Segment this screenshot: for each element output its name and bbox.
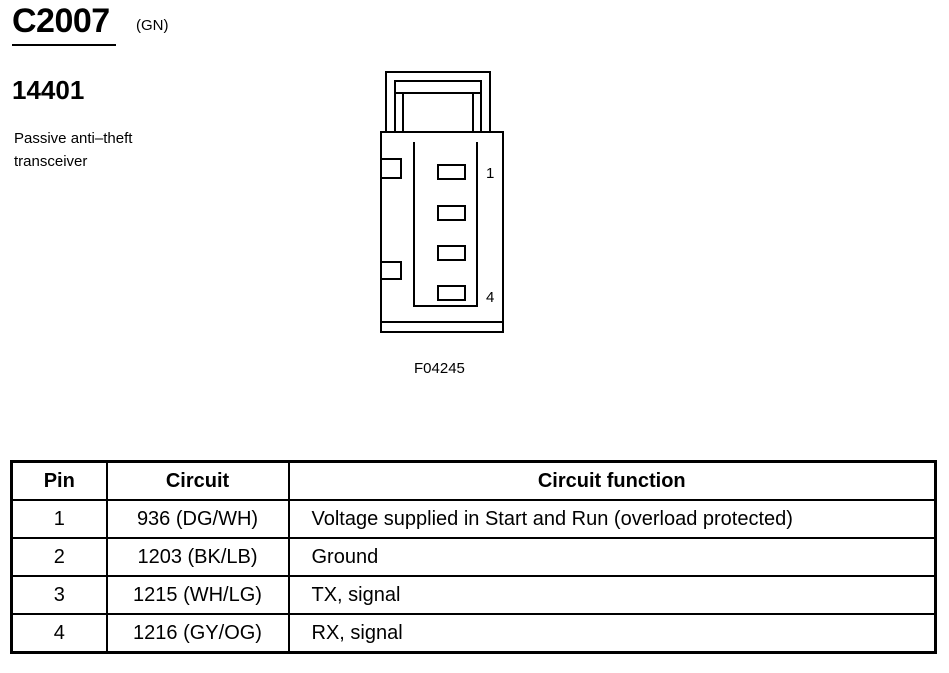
header-pin: Pin [10, 460, 108, 501]
row-pin: 1 [10, 499, 108, 539]
pin-table: Pin Circuit Circuit function 1 936 (DG/W… [10, 460, 937, 654]
key-notch-lower [381, 261, 402, 280]
header-circuit: Circuit [105, 460, 290, 501]
pin-label-4: 4 [486, 289, 494, 306]
part-description-line-1: Passive anti–theft [14, 130, 133, 147]
connector-id-underline [12, 44, 116, 46]
row-function: RX, signal [287, 613, 937, 654]
connector-body [380, 131, 504, 333]
table-row: 4 1216 (GY/OG) RX, signal [10, 613, 937, 654]
header-circuit-function: Circuit function [287, 460, 937, 501]
part-description: Passive anti–theft transceiver [14, 127, 184, 173]
row-circuit: 1216 (GY/OG) [105, 613, 290, 654]
table-row: 2 1203 (BK/LB) Ground [10, 537, 937, 577]
latch-inner [394, 80, 482, 133]
pin-terminal-4 [437, 285, 466, 301]
row-pin: 2 [10, 537, 108, 577]
key-notch-upper [381, 158, 402, 179]
row-circuit: 1203 (BK/LB) [105, 537, 290, 577]
row-function: Voltage supplied in Start and Run (overl… [287, 499, 937, 539]
row-circuit: 1215 (WH/LG) [105, 575, 290, 615]
part-description-line-2: transceiver [14, 153, 88, 170]
row-pin: 3 [10, 575, 108, 615]
connector-id: C2007 [12, 2, 110, 40]
row-pin: 4 [10, 613, 108, 654]
row-function: Ground [287, 537, 937, 577]
pin-cavity [413, 142, 478, 307]
pin-table-header: Pin Circuit Circuit function [10, 460, 937, 501]
pin-terminal-3 [437, 245, 466, 261]
part-number: 14401 [12, 75, 85, 105]
connector-face-diagram: 1 4 [380, 71, 504, 333]
row-circuit: 936 (DG/WH) [105, 499, 290, 539]
table-row: 3 1215 (WH/LG) TX, signal [10, 575, 937, 615]
pin-terminal-2 [437, 205, 466, 221]
row-function: TX, signal [287, 575, 937, 615]
connector-color: (GN) [136, 17, 169, 34]
table-row: 1 936 (DG/WH) Voltage supplied in Start … [10, 499, 937, 539]
pin-label-1: 1 [486, 165, 494, 182]
figure-id: F04245 [414, 360, 465, 377]
pin-terminal-1 [437, 164, 466, 180]
